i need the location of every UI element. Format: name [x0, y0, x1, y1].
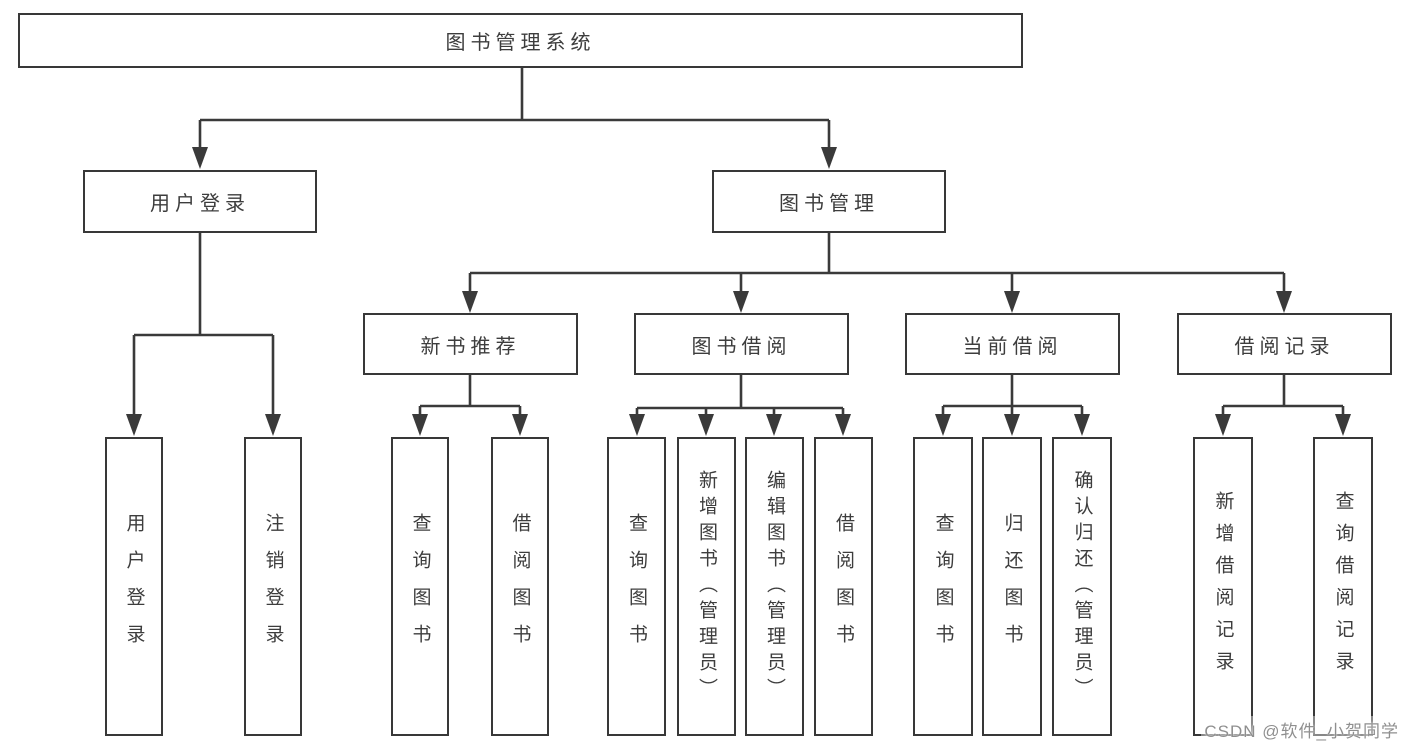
connector-borrowrecords-to-leaves — [1215, 375, 1351, 436]
leaf-current-confirm-admin: 确认归还（管理员） — [1052, 437, 1112, 736]
leaf-newbook-query-label: 查询图书 — [409, 512, 431, 661]
leaf-current-return: 归还图书 — [982, 437, 1042, 736]
connector-bookborrow-to-leaves — [629, 375, 851, 436]
leaf-newbook-query: 查询图书 — [391, 437, 449, 736]
leaf-borrow-add-admin: 新增图书（管理员） — [677, 437, 736, 736]
node-book-management: 图书管理 — [712, 170, 946, 233]
node-new-book-recommend: 新书推荐 — [363, 313, 578, 375]
connector-root-to-level1 — [192, 67, 837, 169]
leaf-borrow-query-label: 查询图书 — [626, 512, 647, 661]
node-root: 图书管理系统 — [18, 13, 1023, 68]
leaf-borrow-add-admin-label: 新增图书（管理员） — [696, 469, 717, 704]
leaf-current-query: 查询图书 — [913, 437, 973, 736]
leaf-records-query: 查询借阅记录 — [1313, 437, 1373, 736]
leaf-borrow-borrow: 借阅图书 — [814, 437, 873, 736]
node-borrow-records: 借阅记录 — [1177, 313, 1392, 375]
leaf-user-login: 用户登录 — [105, 437, 163, 736]
node-borrow-records-label: 借阅记录 — [1234, 335, 1335, 358]
node-new-book-recommend-label: 新书推荐 — [420, 335, 521, 358]
node-user-login: 用户登录 — [83, 170, 317, 233]
leaf-newbook-borrow-label: 借阅图书 — [509, 512, 531, 661]
leaf-records-add: 新增借阅记录 — [1193, 437, 1253, 736]
leaf-logout-label: 注销登录 — [262, 512, 284, 661]
leaf-current-confirm-admin-label: 确认归还（管理员） — [1071, 469, 1093, 704]
node-book-borrow: 图书借阅 — [634, 313, 849, 375]
node-user-login-label: 用户登录 — [150, 193, 250, 215]
node-current-borrow-label: 当前借阅 — [962, 335, 1063, 358]
connector-currentborrow-to-leaves — [935, 375, 1090, 436]
leaf-borrow-borrow-label: 借阅图书 — [833, 512, 854, 661]
leaf-logout: 注销登录 — [244, 437, 302, 736]
csdn-watermark: CSDN @软件_小贺同学 — [1201, 716, 1402, 743]
node-book-borrow-label: 图书借阅 — [691, 335, 792, 358]
leaf-borrow-edit-admin: 编辑图书（管理员） — [745, 437, 804, 736]
leaf-borrow-edit-admin-label: 编辑图书（管理员） — [764, 469, 785, 704]
node-current-borrow: 当前借阅 — [905, 313, 1120, 375]
leaf-user-login-label: 用户登录 — [123, 512, 145, 661]
leaf-newbook-borrow: 借阅图书 — [491, 437, 549, 736]
node-root-label: 图书管理系统 — [445, 32, 596, 54]
leaf-borrow-query: 查询图书 — [607, 437, 666, 736]
leaf-records-query-label: 查询借阅记录 — [1332, 490, 1354, 683]
connector-userlogin-to-leaves — [126, 232, 281, 436]
connector-bookmgmt-to-level2 — [462, 233, 1292, 313]
leaf-current-return-label: 归还图书 — [1001, 512, 1023, 661]
leaf-records-add-label: 新增借阅记录 — [1212, 490, 1234, 683]
leaf-current-query-label: 查询图书 — [932, 512, 954, 661]
connector-newbook-to-leaves — [412, 375, 528, 436]
node-book-management-label: 图书管理 — [779, 193, 879, 215]
